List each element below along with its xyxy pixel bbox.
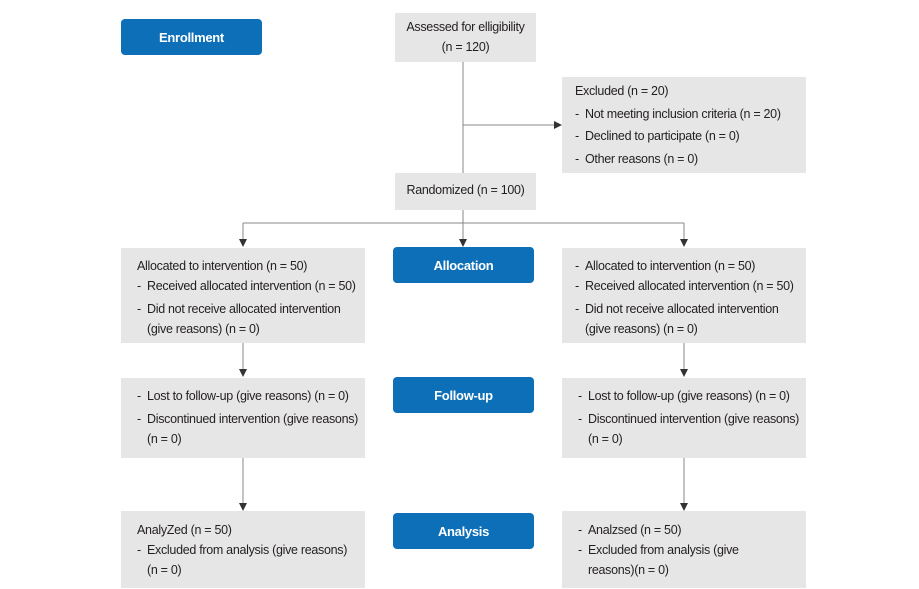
allocation-right-item-text: (give reasons) (n = 0)	[585, 322, 698, 336]
excluded-item: Not meeting inclusion criteria (n = 20)	[575, 103, 806, 126]
followup-right-item: Lost to follow-up (give reasons) (n = 0)	[578, 386, 806, 406]
analysis-left-box: AnalyZed (n = 50) Excluded from analysis…	[121, 511, 365, 588]
followup-left-item: Lost to follow-up (give reasons) (n = 0)	[137, 386, 365, 406]
allocation-left-item: Did not receive allocated intervention (…	[137, 299, 365, 339]
excluded-item: Declined to participate (n = 0)	[575, 125, 806, 148]
randomized-label: Randomized (n = 100)	[406, 183, 525, 197]
analysis-left-item-text: (n = 0)	[147, 563, 182, 577]
analysis-right-item-text: Excluded from analysis (give	[588, 543, 739, 557]
followup-left-item-text: Discontinued intervention (give reasons)	[147, 412, 359, 426]
analysis-right-item: Analzsed (n = 50)	[578, 520, 806, 540]
allocation-right-item-text: Did not receive allocated intervention	[585, 302, 779, 316]
analysis-left-title: AnalyZed (n = 50)	[137, 523, 232, 537]
allocation-left-item-text: Did not receive allocated intervention	[147, 302, 341, 316]
followup-right-box: Lost to follow-up (give reasons) (n = 0)…	[562, 378, 806, 458]
stage-allocation: Allocation	[393, 247, 534, 283]
followup-left-item-text: (n = 0)	[147, 432, 182, 446]
excluded-title: Excluded (n = 20)	[575, 84, 669, 98]
followup-right-item: Discontinued intervention (give reasons)…	[578, 409, 806, 449]
allocation-left-title: Allocated to intervention (n = 50)	[137, 259, 308, 273]
stage-follow-up: Follow-up	[393, 377, 534, 413]
allocation-left-item-text: (give reasons) (n = 0)	[147, 322, 260, 336]
analysis-left-item-text: Excluded from analysis (give reasons)	[147, 543, 348, 557]
analysis-right-item-text: reasons)(n = 0)	[588, 563, 669, 577]
excluded-box: Excluded (n = 20) Not meeting inclusion …	[562, 77, 806, 173]
allocation-right-item: Received allocated intervention (n = 50)	[575, 276, 806, 296]
allocation-right-box: Allocated to intervention (n = 50) Recei…	[562, 248, 806, 343]
analysis-left-item: Excluded from analysis (give reasons) (n…	[137, 540, 365, 580]
randomized-box: Randomized (n = 100)	[395, 173, 536, 210]
analysis-right-item: Excluded from analysis (give reasons)(n …	[578, 540, 806, 580]
allocation-right-item: Allocated to intervention (n = 50)	[575, 256, 806, 276]
assessed-box: Assessed for elligibility (n = 120)	[395, 13, 536, 62]
stage-enrollment: Enrollment	[121, 19, 262, 55]
stage-analysis: Analysis	[393, 513, 534, 549]
analysis-right-box: Analzsed (n = 50) Excluded from analysis…	[562, 511, 806, 588]
followup-right-item-text: (n = 0)	[588, 432, 623, 446]
followup-right-item-text: Discontinued intervention (give reasons)	[588, 412, 800, 426]
excluded-item: Other reasons (n = 0)	[575, 148, 806, 171]
allocation-left-box: Allocated to intervention (n = 50) Recei…	[121, 248, 365, 343]
assessed-label: Assessed for elligibility	[406, 20, 525, 34]
allocation-right-item: Did not receive allocated intervention (…	[575, 299, 806, 339]
followup-left-box: Lost to follow-up (give reasons) (n = 0)…	[121, 378, 365, 458]
followup-left-item: Discontinued intervention (give reasons)…	[137, 409, 365, 449]
assessed-count: (n = 120)	[441, 40, 490, 54]
allocation-left-item: Received allocated intervention (n = 50)	[137, 276, 365, 296]
